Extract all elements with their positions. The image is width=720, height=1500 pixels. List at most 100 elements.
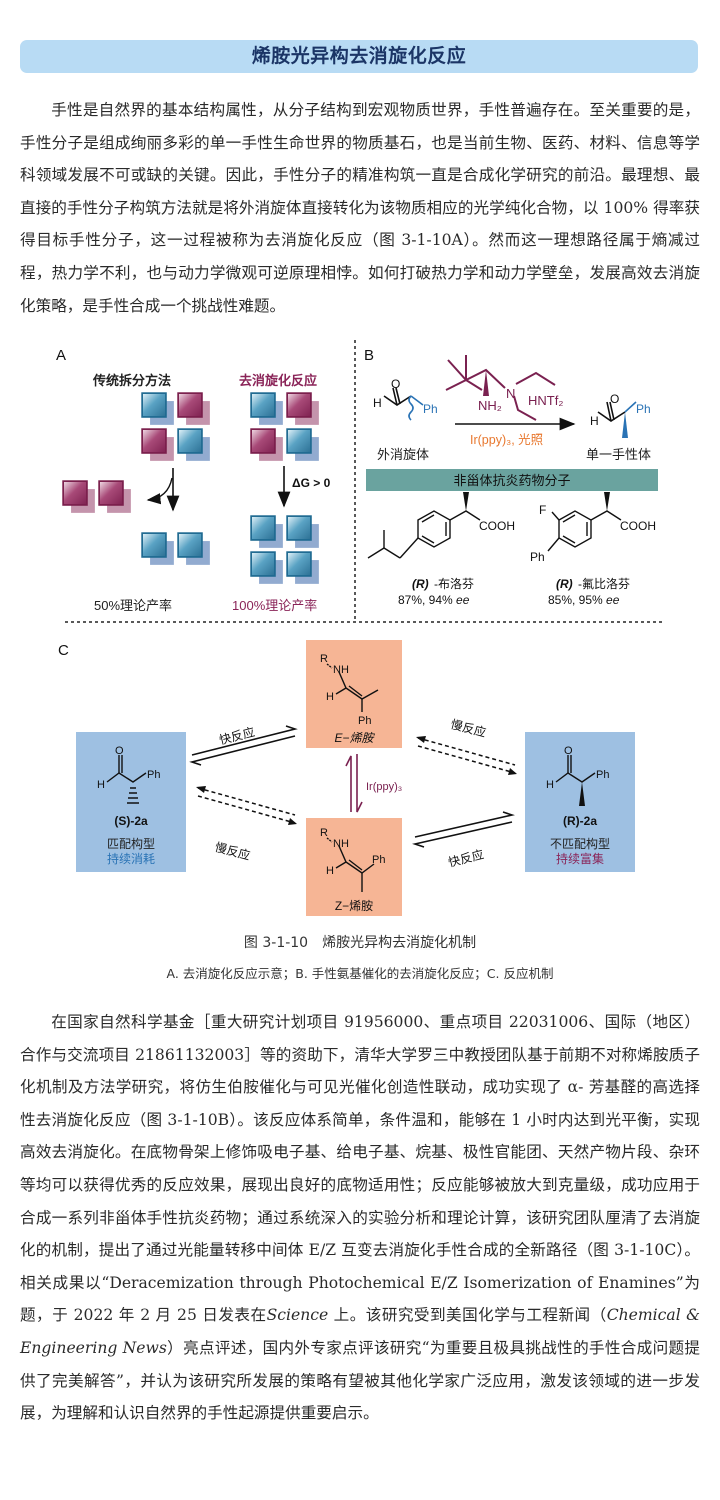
catalyst-n: N	[506, 386, 515, 401]
enantiomer-cube-blue	[286, 428, 320, 462]
r-ph: Ph	[596, 769, 609, 781]
e-nh: NH	[333, 664, 349, 676]
product-cube-blue	[250, 551, 284, 585]
reactant-o: O	[391, 377, 400, 391]
delta-g-label: ΔG > 0	[292, 476, 331, 490]
product-o: O	[610, 392, 619, 406]
enantiopure-aldehyde	[597, 401, 637, 438]
product-cube-blue	[141, 532, 175, 566]
slow-arrowhead	[508, 768, 517, 775]
panel-a: A 传统拆分方法 去消旋化反应 ΔG > 0 50%理论产率 100%理论产率	[56, 347, 331, 613]
catalyst-label: Ir(ppy)₃	[366, 781, 402, 793]
ibuprofen-name: -布洛芬	[434, 576, 474, 591]
enantiomer-cube-blue	[177, 428, 211, 462]
z-ph: Ph	[372, 854, 385, 866]
panel-a-label: A	[56, 347, 66, 364]
product-cube-blue	[250, 515, 284, 549]
ibuprofen-yield: 87%, 94% ee	[398, 593, 470, 607]
s-2a-role: 匹配构型	[107, 836, 155, 851]
slow-arrowhead	[416, 736, 426, 743]
flurbiprofen-cooh: COOH	[620, 519, 656, 533]
figure-caption: 图 3-1-10 烯胺光异构去消旋化机制	[243, 935, 477, 951]
enantiomer-cube-magenta	[141, 428, 175, 462]
r-2a-structure	[555, 755, 596, 806]
primary-amine-catalyst	[445, 355, 556, 421]
journal-name: Science	[266, 1306, 329, 1325]
catalyst-acid: HNTf₂	[528, 393, 563, 408]
slow-label-right: 慢反应	[449, 716, 488, 740]
product-h: H	[590, 414, 599, 428]
catalyst-nh2: NH₂	[478, 398, 502, 413]
s-2a-box	[76, 732, 186, 872]
paragraph-text: 在国家自然科学基金［重大研究计划项目 91956000、重点项目 2203100…	[20, 1013, 700, 1325]
enantiomer-cube-blue	[141, 392, 175, 426]
paragraph-text: ）亮点评述，国内外专家点评该研究“为重要且极具挑战性的手性合成问题提供了完美解答…	[20, 1338, 700, 1423]
enantiomer-cube-blue	[250, 392, 284, 426]
r-2a-role: 不匹配构型	[550, 836, 610, 851]
ez-isomerization-arrows	[345, 754, 363, 813]
deracemization-yield: 100%理论产率	[232, 598, 317, 613]
racemate-label: 外消旋体	[377, 447, 429, 462]
product-cube-blue	[286, 551, 320, 585]
reactant-ph: Ph	[423, 402, 438, 416]
panel-b: B N NH₂ HNTf₂ O H Ph 外消旋体 Ir(ppy)₃, 光照	[364, 347, 658, 607]
product-cube-blue	[286, 515, 320, 549]
z-h: H	[326, 865, 334, 877]
fast-label-bottom: 快反应	[447, 846, 486, 869]
fast-equilibrium-arrows-top	[189, 725, 298, 766]
reactant-h: H	[373, 396, 382, 410]
s-o: O	[115, 745, 124, 757]
figure-3-1-10: A 传统拆分方法 去消旋化反应 ΔG > 0 50%理论产率 100%理论产率 …	[56, 340, 665, 916]
e-enamine-structure	[326, 663, 379, 712]
fast-equilibrium-arrows-bottom	[412, 811, 515, 848]
e-r: R	[320, 653, 328, 665]
resolution-yield: 50%理论产率	[94, 598, 172, 613]
flurbiprofen-f: F	[539, 503, 546, 517]
s-2a-label: (S)-2a	[114, 814, 148, 828]
panel-b-label: B	[364, 347, 374, 364]
discarded-cube-magenta	[98, 480, 132, 514]
resolution-title: 传统拆分方法	[92, 373, 171, 388]
figure-subcaption: A. 去消旋化反应示意；B. 手性氨基催化的去消旋化反应；C. 反应机制	[166, 966, 554, 981]
slow-arrowhead	[196, 786, 206, 793]
ibuprofen-structure	[367, 492, 481, 559]
ibuprofen-config: (R)	[412, 577, 429, 591]
flurbiprofen-yield: 85%, 95% ee	[548, 593, 620, 607]
separation-arrow	[146, 477, 173, 505]
paragraph-text: 上。该研究受到美国化学与工程新闻（	[328, 1306, 607, 1325]
flurbiprofen-ph: Ph	[530, 550, 545, 564]
discarded-cube-magenta	[62, 480, 96, 514]
z-r: R	[320, 827, 328, 839]
news-outlet-name: Chemical & Engineering News	[20, 1306, 700, 1357]
enantiomer-cube-magenta	[286, 392, 320, 426]
product-cube-blue	[177, 532, 211, 566]
s-2a-status: 持续消耗	[107, 851, 155, 866]
enantiomer-cube-magenta	[250, 428, 284, 462]
racemic-aldehyde	[383, 387, 424, 421]
r-2a-status: 持续富集	[556, 851, 604, 866]
r-o: O	[564, 745, 573, 757]
z-enamine-structure	[326, 837, 375, 892]
s-2a-structure	[106, 755, 147, 804]
deracemization-title: 去消旋化反应	[239, 373, 317, 388]
s-ph: Ph	[147, 769, 160, 781]
flurbiprofen-structure	[547, 492, 622, 552]
slow-arrowhead	[288, 818, 297, 825]
flurbiprofen-config: (R)	[556, 577, 573, 591]
e-h: H	[326, 691, 334, 703]
e-enamine-label: E−烯胺	[334, 731, 375, 745]
section-title-bar: 烯胺光异构去消旋化反应	[20, 40, 698, 73]
r-2a-label: (R)-2a	[563, 814, 597, 828]
z-enamine-label: Z−烯胺	[335, 899, 373, 913]
s-h: H	[97, 779, 105, 791]
enantiomer-cube-magenta	[177, 392, 211, 426]
ibuprofen-cooh: COOH	[479, 519, 515, 533]
slow-equilibrium-arrows-left	[197, 787, 296, 824]
reaction-conditions: Ir(ppy)₃, 光照	[470, 433, 543, 447]
nsaid-banner	[366, 469, 658, 491]
e-ph: Ph	[358, 715, 371, 727]
slow-equilibrium-arrows-right	[417, 737, 516, 774]
nsaid-banner-text: 非甾体抗炎药物分子	[453, 473, 570, 488]
research-paragraph: 在国家自然科学基金［重大研究计划项目 91956000、重点项目 2203100…	[20, 1006, 700, 1430]
slow-label-left: 慢反应	[213, 839, 252, 863]
